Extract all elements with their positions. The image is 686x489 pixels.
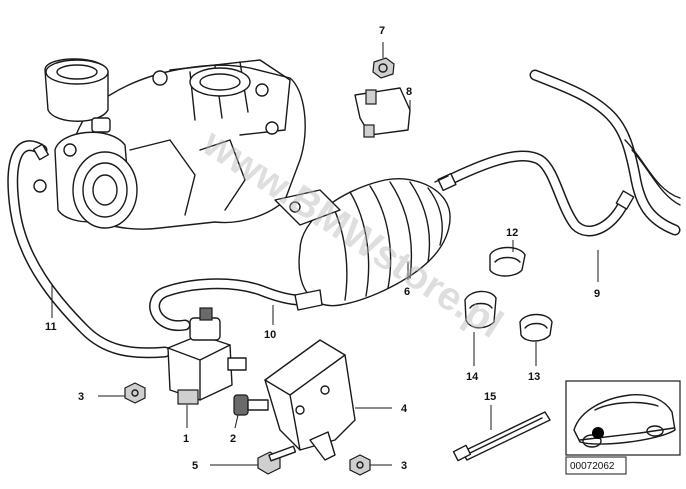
cable-tie-15	[452, 411, 551, 462]
pressure-converter-1	[167, 307, 247, 405]
callout-6: 6	[404, 286, 410, 298]
callout-7: 7	[379, 25, 385, 37]
vacuum-line-background	[529, 69, 681, 236]
bracket-4	[264, 339, 356, 461]
diagram-code: 00072062	[570, 461, 615, 472]
callout-9: 9	[594, 288, 600, 300]
callout-5: 5	[192, 460, 198, 472]
callout-15: 15	[484, 391, 496, 403]
hose-10	[149, 278, 306, 331]
location-marker	[592, 427, 604, 439]
callout-1: 1	[183, 433, 189, 445]
callout-3-bottom: 3	[401, 460, 407, 472]
nut-3-bottom	[349, 454, 371, 476]
leader-lines	[51, 42, 599, 466]
clamp-13	[519, 313, 553, 342]
hose-9	[437, 150, 635, 237]
clamp-12	[489, 246, 526, 277]
callout-13: 13	[528, 371, 540, 383]
callout-2: 2	[230, 433, 236, 445]
hose-11	[7, 140, 171, 359]
callout-11: 11	[45, 321, 57, 333]
vehicle-location-inset	[565, 380, 681, 456]
clamp-14	[464, 290, 497, 329]
callout-10: 10	[264, 329, 276, 341]
watermark-text: www.BMWstore.pl	[194, 120, 510, 347]
callout-12: 12	[506, 227, 518, 239]
rubber-mount-2	[233, 394, 269, 416]
callout-14: 14	[466, 371, 479, 383]
bracket-8	[354, 87, 411, 138]
turbocharger	[33, 58, 306, 230]
callout-4: 4	[401, 403, 408, 415]
nut-7	[372, 57, 395, 79]
vacuum-reservoir	[274, 175, 451, 311]
nut-3-left	[124, 382, 146, 404]
callout-8: 8	[406, 86, 412, 98]
callout-3-left: 3	[78, 391, 84, 403]
diagram-code-box	[565, 456, 627, 475]
bolt-5	[257, 445, 297, 475]
